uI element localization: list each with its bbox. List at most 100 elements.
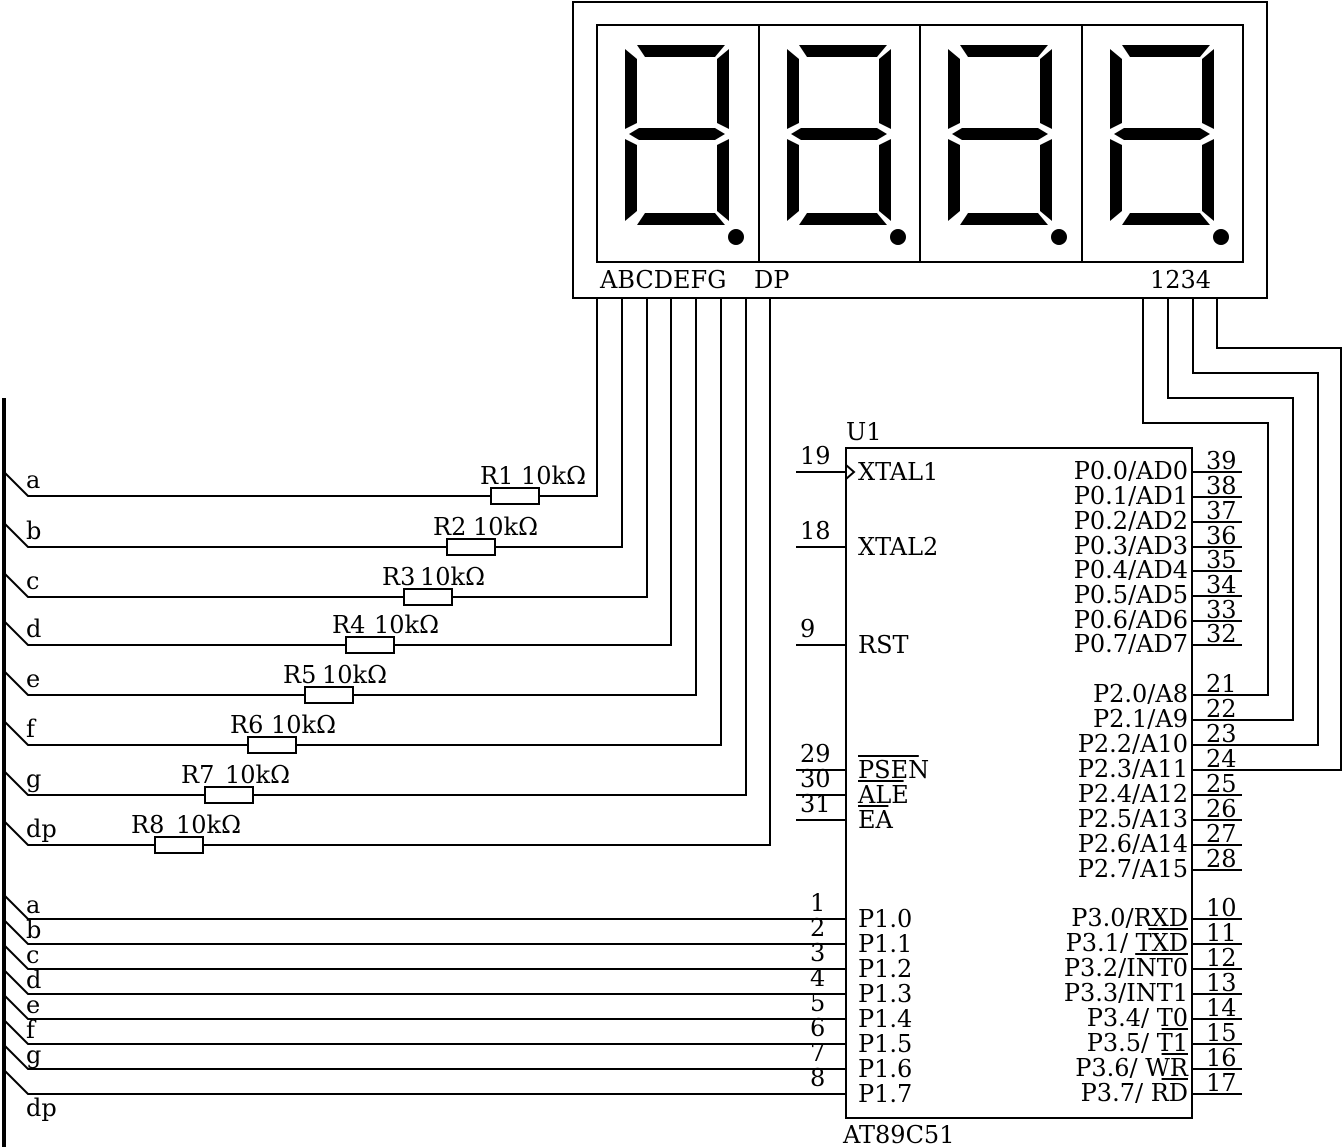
pin-number: 31 xyxy=(800,790,831,818)
bus-entry-wire xyxy=(3,522,447,548)
segment-dp xyxy=(890,229,906,245)
resistor-body xyxy=(247,736,297,754)
bus-entry-wire xyxy=(3,919,846,945)
segment-wire xyxy=(452,298,648,598)
segment-f xyxy=(948,49,960,129)
pin-name: P1.5 xyxy=(858,1030,912,1058)
segment-g xyxy=(952,128,1048,140)
pin-number: 37 xyxy=(1206,497,1237,525)
right-pin-group: 39P0.0/AD038P0.1/AD137P0.2/AD236P0.3/AD3… xyxy=(1064,447,1242,1107)
segment-wire xyxy=(394,298,672,646)
segment-wire xyxy=(539,298,598,497)
pin-number: 18 xyxy=(800,517,831,545)
dp-pin-label: DP xyxy=(754,266,789,294)
resistor-ref: R6 xyxy=(230,711,263,739)
segment-c xyxy=(1202,139,1214,221)
segment-wire xyxy=(296,298,722,746)
pin-number: 4 xyxy=(810,964,825,992)
resistor-ref: R4 xyxy=(332,611,365,639)
pin-number: 2 xyxy=(810,914,825,942)
segment-g xyxy=(1114,128,1210,140)
port1-net: b xyxy=(3,916,846,945)
pin-number: 29 xyxy=(800,740,831,768)
bus-entry-wire xyxy=(3,620,346,646)
digit-select-wire xyxy=(1192,298,1319,746)
pin-name: P0.6/AD6 xyxy=(1074,606,1188,634)
digit-select-wires xyxy=(1142,298,1342,771)
resistor-ref: R8 xyxy=(131,811,164,839)
digit-select-wire xyxy=(1142,298,1269,696)
pin-name: P1.2 xyxy=(858,955,912,983)
segment-wire xyxy=(495,298,623,548)
microcontroller-u1: U1 AT89C51 19XTAL118XTAL29RST29PSEN30ALE… xyxy=(796,418,1242,1147)
pin-name: P3.2/INT0 xyxy=(1064,954,1188,982)
pin-number: 33 xyxy=(1206,596,1237,624)
segment-f xyxy=(625,49,637,129)
pin-number: 30 xyxy=(800,765,831,793)
segment-b xyxy=(717,49,729,129)
pin-name: P2.1/A9 xyxy=(1093,705,1188,733)
segment-b xyxy=(1202,49,1214,129)
bus-entry-wire xyxy=(3,471,491,497)
bus-entry-wire xyxy=(3,994,846,1020)
pin-number: 15 xyxy=(1206,1019,1237,1047)
resistor-value: 10kΩ xyxy=(322,661,387,689)
segment-e xyxy=(787,139,799,221)
pin-name: P3.4/ T0 xyxy=(1087,1004,1188,1032)
pin-number: 9 xyxy=(800,615,815,643)
segment-e xyxy=(948,139,960,221)
pin-number: 21 xyxy=(1206,670,1237,698)
segment-e xyxy=(1110,139,1122,221)
chip-left-pin: 5P1.4 xyxy=(810,989,912,1033)
chip-left-pin: 4P1.3 xyxy=(810,964,912,1008)
segment-f xyxy=(1110,49,1122,129)
segment-dp xyxy=(728,229,744,245)
chip-body xyxy=(845,447,1193,1119)
chip-left-pin: 7P1.6 xyxy=(810,1039,912,1083)
chip-right-pin: 33 P0.6/AD6 xyxy=(1074,596,1242,634)
resistor-value: 10kΩ xyxy=(271,711,336,739)
pin-name: P0.3/AD3 xyxy=(1074,532,1188,560)
pin-name: P2.2/A10 xyxy=(1078,730,1188,758)
port1-net: g xyxy=(3,1041,846,1070)
pin-number: 8 xyxy=(810,1064,825,1092)
resistor-value: 10kΩ xyxy=(374,611,439,639)
pin-number: 23 xyxy=(1206,720,1237,748)
pin-number: 16 xyxy=(1206,1044,1237,1072)
pin-name: XTAL1 xyxy=(858,458,938,486)
pin-number: 3 xyxy=(810,939,825,967)
pin-number: 17 xyxy=(1206,1069,1237,1097)
chip-part: AT89C51 xyxy=(842,1121,954,1147)
pin-name: P3.0/RXD xyxy=(1071,904,1188,932)
chip-left-pin: 6P1.5 xyxy=(810,1014,912,1058)
pin-number: 36 xyxy=(1206,522,1237,550)
digit-select-wire xyxy=(1192,298,1342,771)
pin-name: P0.2/AD2 xyxy=(1074,507,1188,535)
pin-number: 6 xyxy=(810,1014,825,1042)
pin-number: 39 xyxy=(1206,447,1237,475)
bus-entry-wire xyxy=(3,820,155,846)
net-label: f xyxy=(26,715,37,743)
segment-a xyxy=(1122,45,1210,57)
segment-b xyxy=(1040,49,1052,129)
segment-wire xyxy=(253,298,747,796)
segment-a xyxy=(637,45,725,57)
segment-f xyxy=(787,49,799,129)
pin-name: P2.5/A13 xyxy=(1078,805,1188,833)
pin-name: P0.7/AD7 xyxy=(1074,630,1188,658)
